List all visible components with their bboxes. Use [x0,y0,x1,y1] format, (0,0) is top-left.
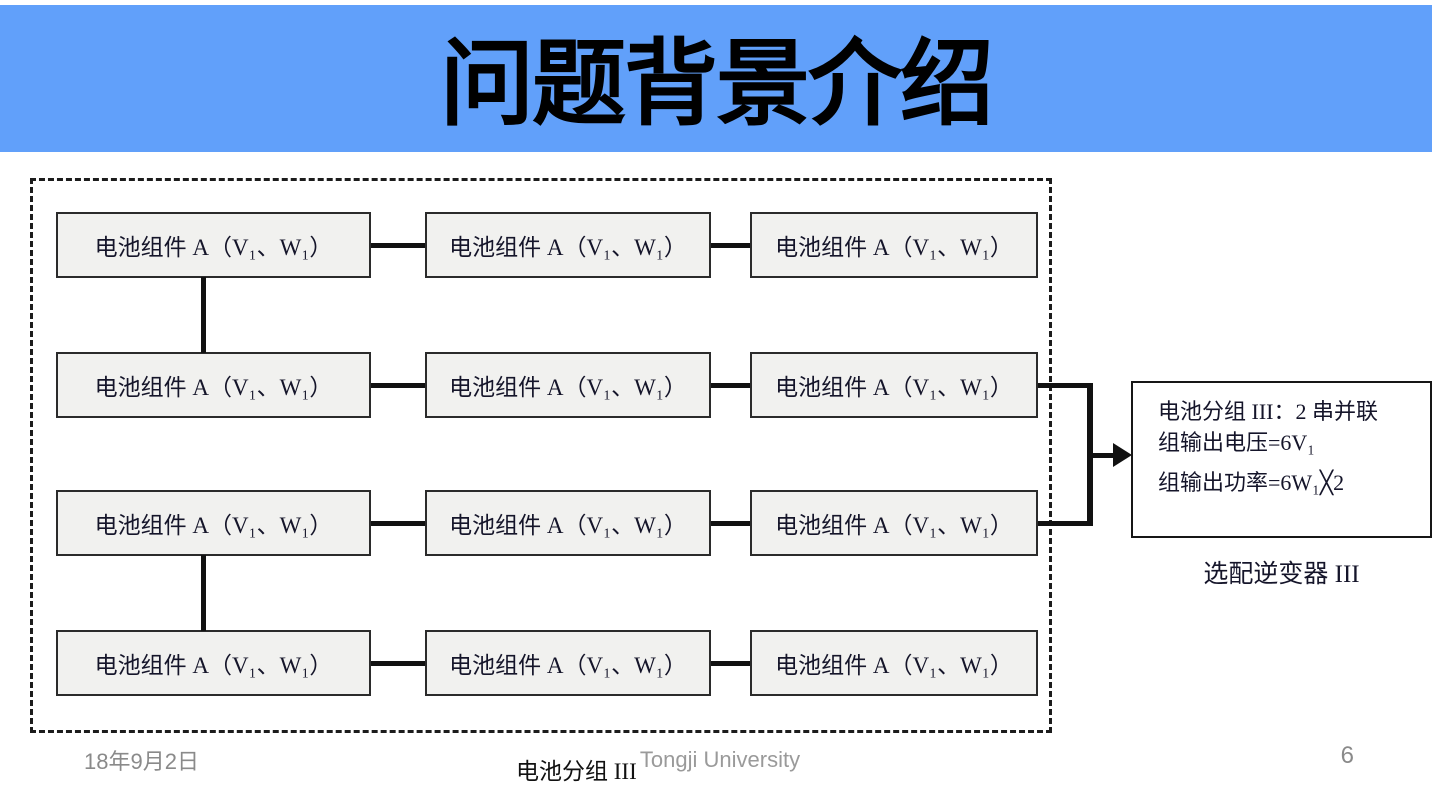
battery-module-box: 电池组件 A（V₁、W₁） [56,212,371,278]
series-connector-h [371,521,425,526]
battery-module-box: 电池组件 A（V₁、W₁） [425,352,711,418]
battery-module-box: 电池组件 A（V₁、W₁） [56,630,371,696]
series-connector-h [371,383,425,388]
page-title: 问题背景介绍 [439,31,994,136]
output-connector-h [1038,383,1090,388]
battery-module-box: 电池组件 A（V₁、W₁） [750,490,1038,556]
footer-university: Tongji University [639,747,801,772]
group-annotation-box: 电池分组 III：2 串并联 组输出电压=6V₁ 组输出功率=6W₁╳2 [1131,381,1432,538]
output-arrow-shaft [1087,453,1115,458]
series-connector-h [711,383,750,388]
series-connector-h [711,243,750,248]
diagram-caption: 电池分组 III [516,759,637,784]
battery-group-boundary [30,178,1052,733]
series-connector-h [711,661,750,666]
annotation-line-2: 组输出电压=6V₁ [1158,430,1315,455]
output-connector-h [1038,521,1090,526]
arrowhead-icon [1113,443,1132,467]
battery-module-box: 电池组件 A（V₁、W₁） [750,352,1038,418]
annotation-line-1: 电池分组 III：2 串并联 [1158,399,1378,424]
battery-module-box: 电池组件 A（V₁、W₁） [750,630,1038,696]
series-connector-h [371,243,425,248]
title-band: 问题背景介绍 [0,5,1432,152]
inverter-label: 选配逆变器 III [1203,561,1360,588]
page-number: 6 [1340,742,1354,769]
battery-module-box: 电池组件 A（V₁、W₁） [425,490,711,556]
battery-module-box: 电池组件 A（V₁、W₁） [56,490,371,556]
series-connector-h [711,521,750,526]
battery-module-box: 电池组件 A（V₁、W₁） [425,212,711,278]
battery-module-box: 电池组件 A（V₁、W₁） [750,212,1038,278]
series-connector-v [201,277,206,353]
annotation-line-3: 组输出功率=6W₁╳2 [1158,470,1345,495]
footer-date: 18年9月2日 [84,749,199,774]
series-connector-v [201,555,206,631]
battery-module-box: 电池组件 A（V₁、W₁） [56,352,371,418]
battery-module-box: 电池组件 A（V₁、W₁） [425,630,711,696]
series-connector-h [371,661,425,666]
